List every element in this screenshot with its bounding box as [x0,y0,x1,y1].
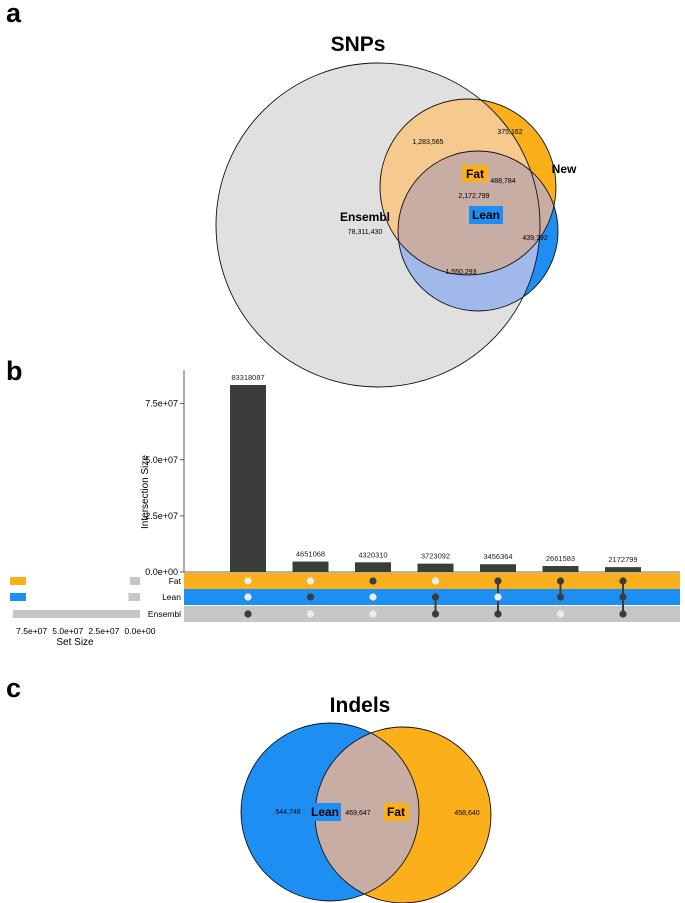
upset-set-label-ensembl: Ensembl [148,609,181,619]
upset-matrix-dot-filled [556,593,565,601]
venn-ensembl-outline [215,62,541,388]
upset-matrix-dot-empty [431,577,440,585]
panel-letter-b: b [6,356,23,386]
upset-matrix-dot-empty [494,593,502,601]
indels-fat-label-box [384,803,409,821]
upset-bar-label: 83318087 [231,373,264,382]
upset-matrix-dot-empty [244,577,252,585]
upset-bar [480,564,516,572]
upset-matrix-dot-filled [494,610,502,618]
upset-set-legend-chip [10,593,26,601]
venn-fat-label-box [462,165,488,182]
venn-ensembl-label: Ensembl [340,210,390,224]
upset-matrix-dot-filled [306,593,315,601]
venn-region-lean-new: 439,192 [522,235,547,242]
upset-bar-label: 3456364 [483,552,512,561]
upset-set-size-bar-lean [128,593,140,601]
venn-region-fat-new: 375,162 [497,129,522,136]
upset-membership-matrix [244,577,627,618]
upset-y-tick-label: 2.5e+07 [145,511,178,521]
upset-y-tick-label: 5.0e+07 [145,455,178,465]
upset-set-label-fat: Fat [169,576,182,586]
upset-bar [417,563,454,572]
indels-lean-label: Lean [311,805,339,819]
upset-matrix-dot-empty [306,577,315,585]
upset-bar-label: 4320310 [358,550,387,559]
upset-matrix-dot-filled [369,577,377,585]
upset-matrix-dot-empty [369,610,377,618]
upset-y-ticks: 0.0e+00 2.5e+07 5.0e+07 7.5e+07 [145,399,184,577]
indels-lean-label-box [309,803,341,821]
venn-region-ensembl-only: 78,311,430 [348,229,383,236]
venn-fat-outline [379,98,557,276]
upset-y-tick-label: 0.0e+00 [145,567,178,577]
upset-matrix-dot-empty [244,593,252,601]
snps-venn-title: SNPs [330,33,386,56]
upset-matrix-dot-filled [494,577,502,585]
venn-region-fat-ensembl: 1,283,565 [412,139,443,146]
upset-matrix-dot-filled [431,593,440,601]
indels-venn-title: Indels [329,694,391,717]
indels-venn: 544,748 469,647 458,640 Lean Fat [240,722,492,903]
upset-matrix-dot-filled [244,610,252,618]
upset-bar [605,567,641,572]
upset-set-size-tick-label: 2.5e+07 [88,626,119,636]
indels-region-lean-only: 544,748 [275,809,300,816]
venn-lean-label: Lean [472,208,500,222]
upset-matrix-dot-filled [556,577,565,585]
snps-venn: Ensembl 78,311,430 1,283,565 375,162 2,1… [215,62,577,388]
venn-region-fat-lean-new: 488,784 [490,178,515,185]
venn-region-lean-ensembl: 1,550,293 [445,269,476,276]
upset-matrix-dot-filled [431,610,440,618]
upset-set-size-label: Set Size [56,637,94,648]
upset-set-size-bar-ensembl [12,610,141,618]
upset-matrix-dot-filled [619,610,627,618]
upset-bar-label: 2172799 [608,555,637,564]
indels-region-both: 469,647 [345,810,370,817]
venn-region-fat-lean-ensembl: 2,172,799 [458,193,489,200]
upset-set-size-tick-label: 0.0e+00 [125,626,156,636]
upset-set-size-tick-label: 7.5e+07 [16,626,47,636]
venn-new-label: New [552,162,577,176]
upset-set-size-bar-fat [129,577,140,585]
indels-lean-outline [240,722,420,902]
upset-plot: 0.0e+00 2.5e+07 5.0e+07 7.5e+07 Intersectio… [10,370,680,648]
panel-letter-c: c [6,673,22,703]
upset-matrix-dot-empty [306,610,315,618]
upset-set-size-bars [12,577,141,618]
venn-lean-label-box [469,206,503,224]
indels-fat-label: Fat [387,805,405,819]
upset-y-tick-label: 7.5e+07 [145,399,178,409]
upset-matrix-dot-empty [556,610,565,618]
upset-bar [542,566,579,572]
upset-matrix-dot-filled [619,577,627,585]
panel-letter-a: a [6,0,22,28]
venn-lean-outline [397,150,559,312]
upset-bar [230,384,266,572]
upset-bar-label: 4651068 [296,550,325,559]
upset-set-size-ticks: 7.5e+07 5.0e+07 2.5e+07 0.0e+00 [16,626,156,636]
upset-set-legend-chip [10,577,26,585]
upset-matrix-dot-empty [369,593,377,601]
indels-region-fat-only: 458,640 [454,810,479,817]
upset-matrix-dot-filled [619,593,627,601]
upset-y-axis-label: Intersection Size [140,455,151,529]
upset-bar-label: 2661583 [546,554,575,563]
upset-bar-label: 3723092 [421,552,450,561]
upset-intersection-bars: 83318087 4651068 4320310 3723092 3456364 2661… [230,373,641,572]
upset-bar [355,562,391,572]
upset-bar [292,561,329,572]
upset-set-size-tick-label: 5.0e+07 [52,626,83,636]
venn-fat-label: Fat [466,167,484,181]
upset-set-label-lean: Lean [162,592,181,602]
